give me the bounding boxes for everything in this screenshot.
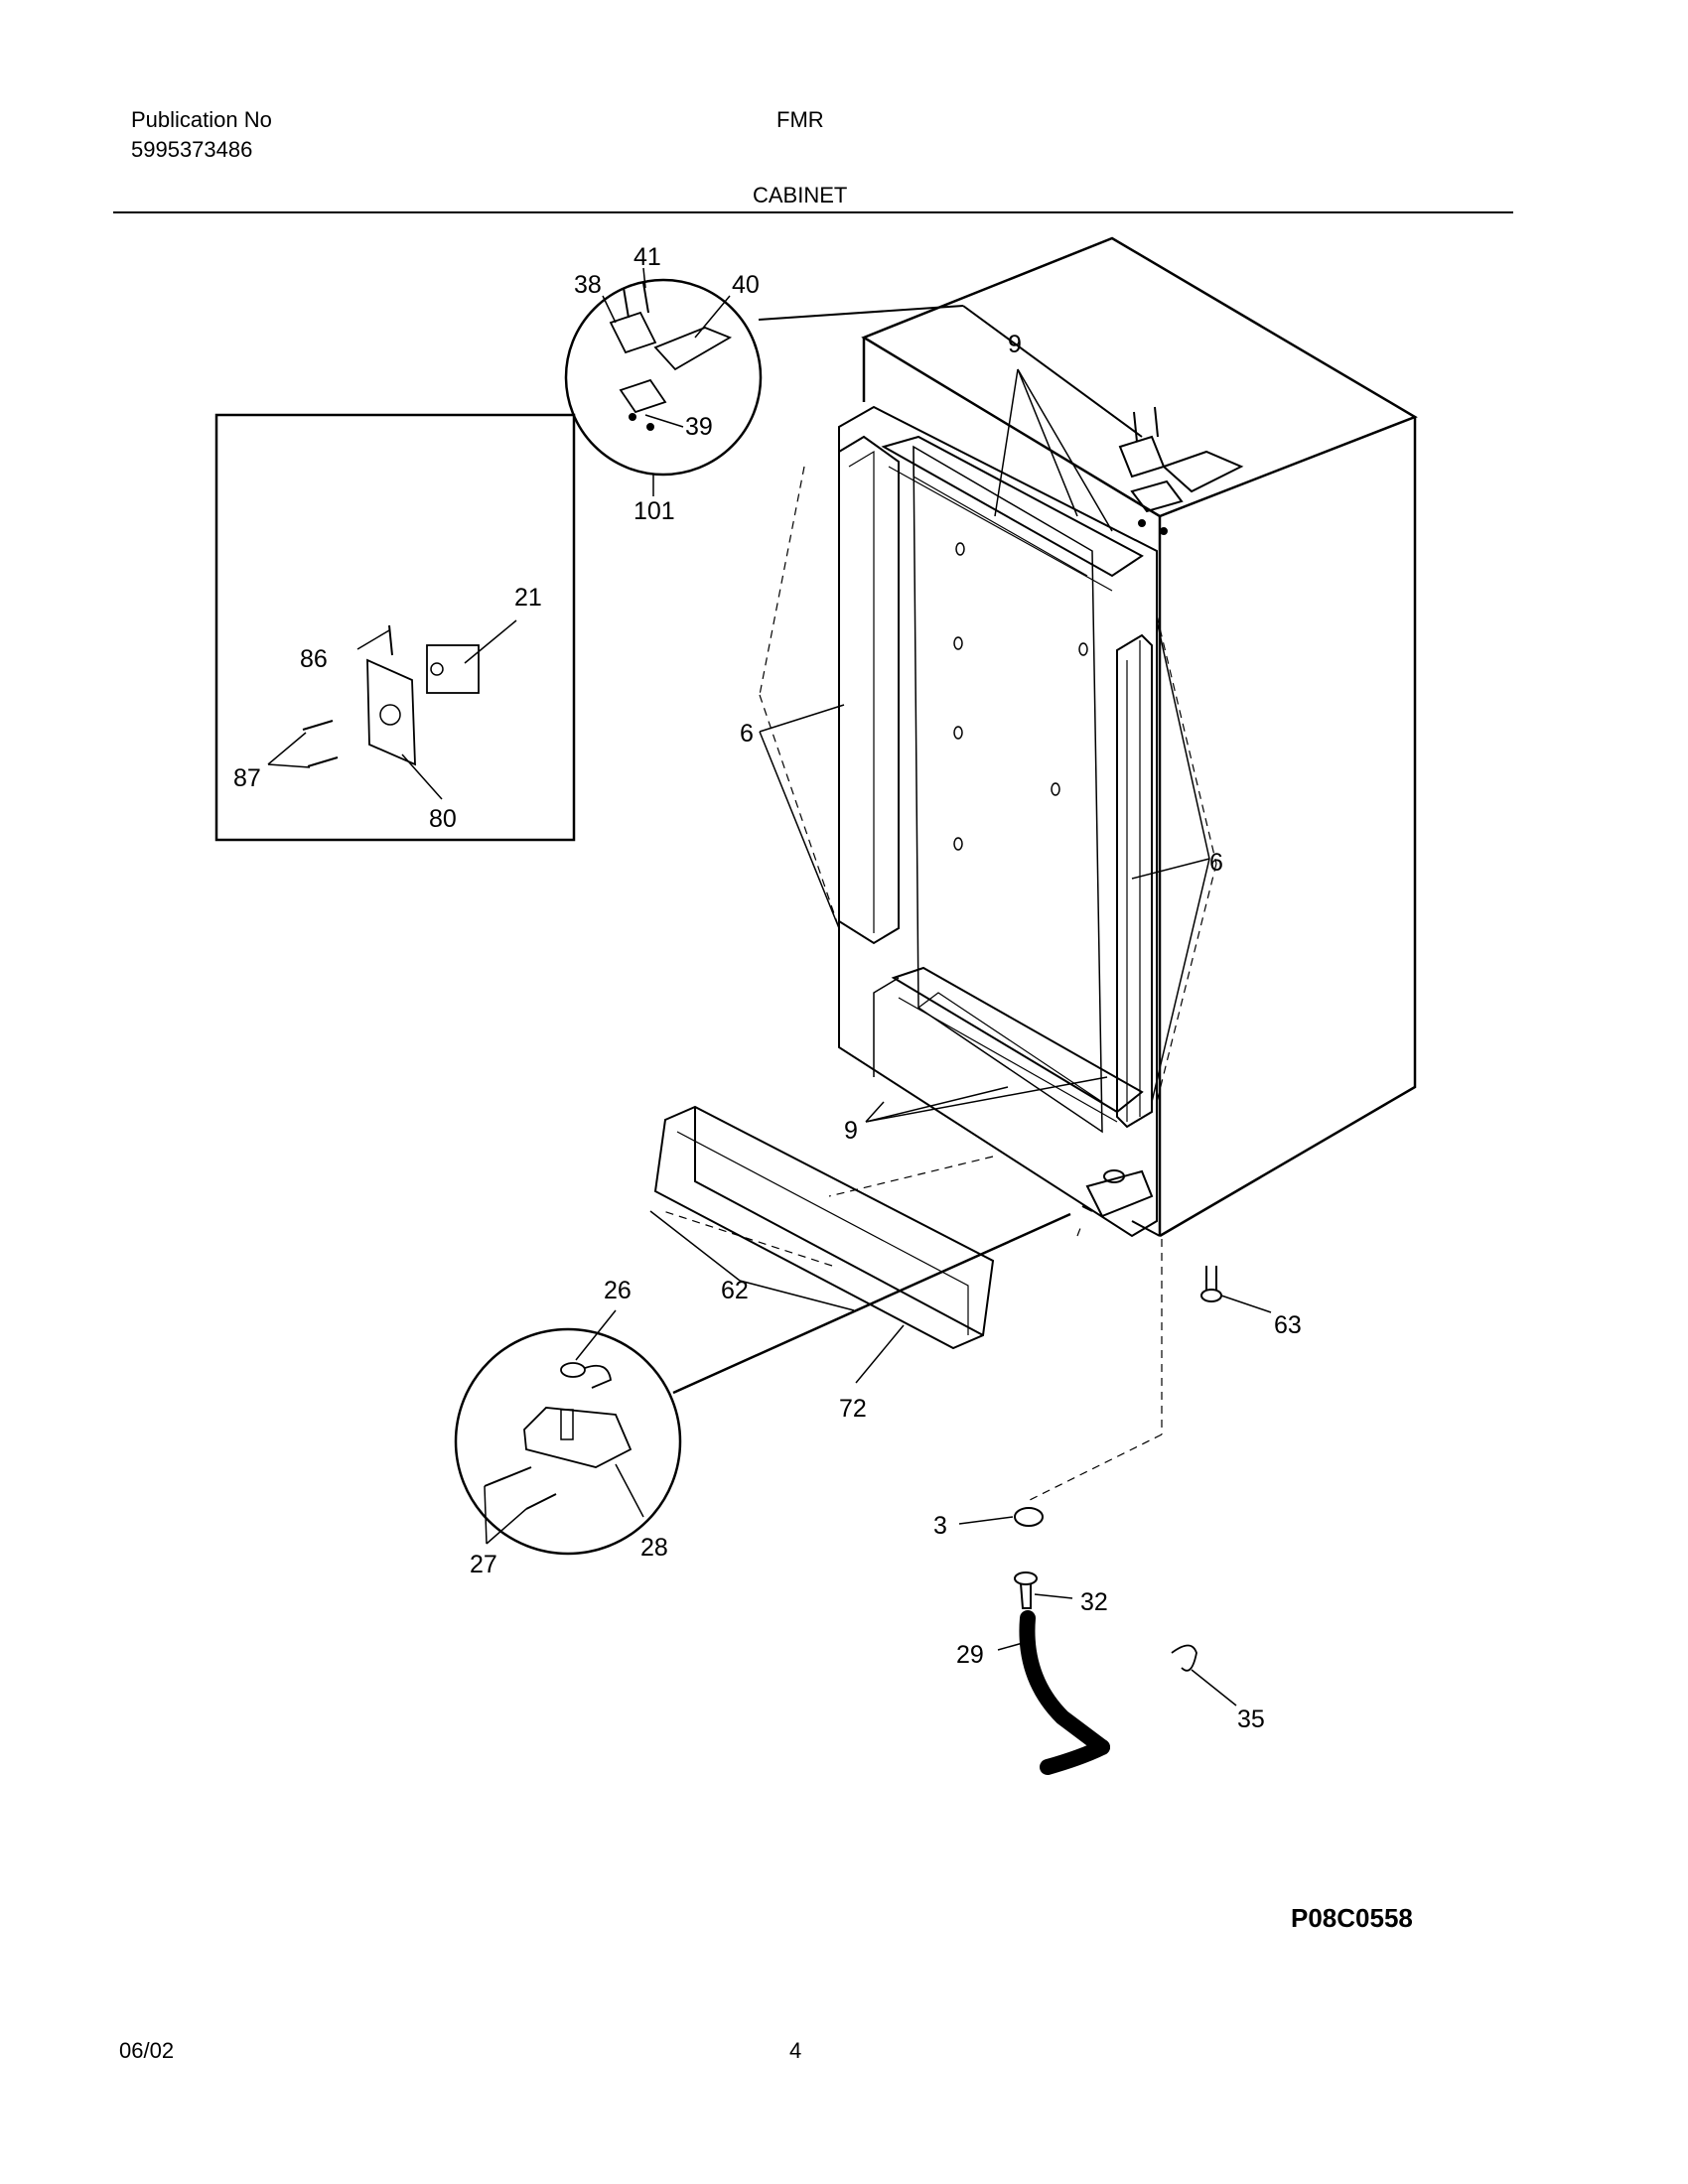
callout-72: 72 [839,1395,867,1423]
toe-grille [653,1105,995,1350]
callout-labels: 41 38 40 39 101 9 21 86 87 80 6 6 9 26 6… [233,243,1302,1733]
drain-clip [1171,1644,1197,1672]
callout-27: 27 [470,1551,497,1578]
thermostat-detail-box [214,413,576,842]
callout-32: 32 [1080,1588,1108,1616]
drain-assembly [1014,1507,1110,1775]
callout-38: 38 [574,271,602,299]
bottom-hinge [1081,1169,1154,1218]
bottom-hinge-leader [672,1212,1071,1395]
callout-87: 87 [233,764,261,792]
publication-label: Publication No [131,107,272,132]
cabinet-body [838,236,1418,1238]
page-number: 4 [789,2038,802,2063]
header-rule [113,211,1513,213]
callout-29: 29 [956,1641,984,1669]
callout-21: 21 [514,584,542,612]
breaker-strips [838,435,1153,1129]
callout-6-left: 6 [740,720,754,748]
callout-3: 3 [933,1512,947,1540]
callout-9-bottom: 9 [844,1117,858,1145]
section-title: CABINET [753,183,848,207]
drawing-code: P08C0558 [1291,1903,1413,1933]
breaker-strip-horizontal [881,435,1144,1123]
publication-number: 5995373486 [131,137,253,162]
callout-35: 35 [1237,1706,1265,1733]
hinge-detail-circle [564,278,964,477]
callout-80: 80 [429,805,457,833]
bottom-hinge-detail-circle [454,1327,682,1556]
callout-40: 40 [732,271,760,299]
assembly-dash-lines [662,466,1217,1502]
callout-101: 101 [633,497,675,525]
callout-28: 28 [640,1534,668,1562]
callout-41: 41 [633,243,661,271]
callout-26: 26 [604,1277,632,1304]
footer-date: 06/02 [119,2038,175,2063]
callout-39: 39 [685,413,713,441]
callout-62: 62 [721,1277,749,1304]
leveling-leg [1200,1266,1222,1302]
callout-6-right: 6 [1209,849,1223,877]
callout-86: 86 [300,645,328,673]
top-hinge [962,305,1244,535]
model-name: FMR [776,107,824,132]
callout-9-top: 9 [1008,331,1022,358]
callout-63: 63 [1274,1311,1302,1339]
leader-lines [267,267,1272,1706]
liner-holes [953,542,1088,851]
